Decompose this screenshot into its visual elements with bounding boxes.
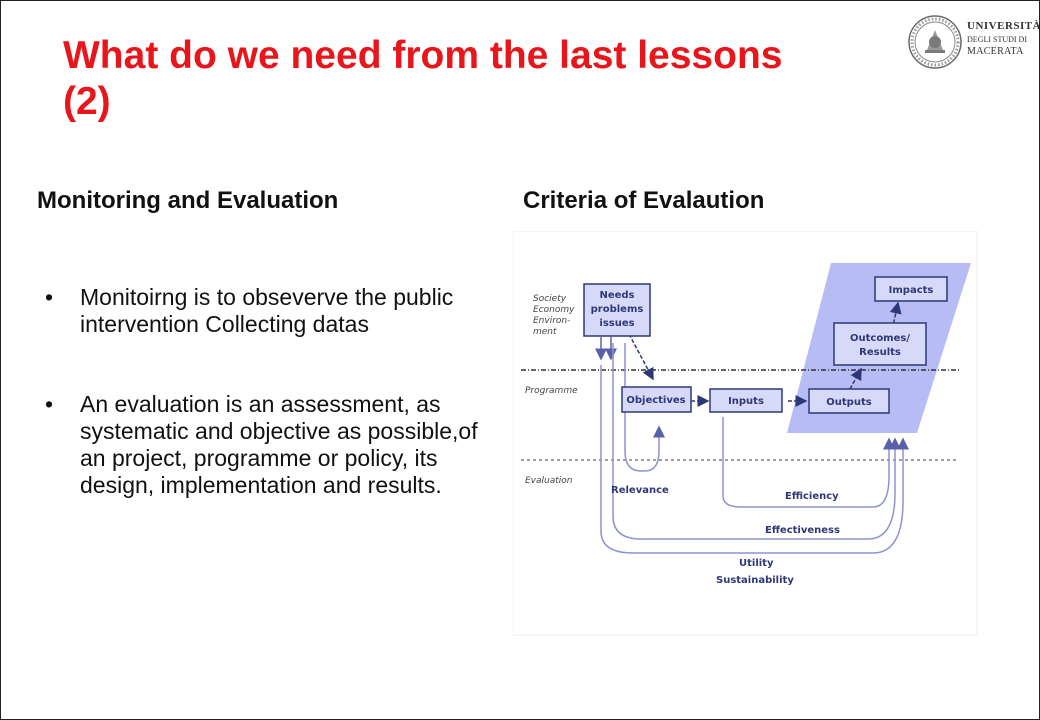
needs-line-2: problems — [591, 304, 644, 315]
criteria-effectiveness: Effectiveness — [765, 525, 840, 536]
outcomes-line-1: Outcomes/ — [850, 333, 910, 344]
criteria-relevance: Relevance — [611, 485, 669, 496]
label-ment: ment — [533, 327, 557, 337]
box-needs: Needs problems issues — [583, 283, 651, 337]
label-evaluation: Evaluation — [525, 476, 573, 486]
relevance-curve — [624, 343, 665, 472]
label-environ: Environ- — [533, 316, 570, 326]
label-programme: Programme — [525, 386, 578, 396]
outcomes-line-2: Results — [859, 347, 901, 358]
criteria-utility: Utility — [739, 558, 774, 569]
box-impacts: Impacts — [874, 276, 948, 302]
right-column-heading: Criteria of Evalaution — [523, 187, 765, 214]
effectiveness-curve — [612, 343, 901, 540]
university-seal-icon — [908, 15, 962, 69]
criteria-sustainability: Sustainability — [716, 575, 794, 586]
arrow-outcomes-impacts — [889, 301, 902, 336]
bullet-evaluation: An evaluation is an assessment, as syste… — [41, 391, 481, 499]
slide-title-line-1: What do we need from the last lessons — [63, 34, 783, 77]
slide-title-line-2: (2) — [63, 80, 111, 123]
bullet-monitoring: Monitoirng is to obseverve the public in… — [41, 284, 481, 338]
logo-line-1: UNIVERSITÀ — [967, 20, 1040, 32]
criteria-efficiency: Efficiency — [785, 491, 839, 502]
university-logo: UNIVERSITÀ DEGLI STUDI DI MACERATA — [905, 11, 1039, 71]
slide-title: What do we need from the last lessons (2… — [63, 33, 963, 125]
inputs-label: Inputs — [728, 396, 764, 407]
logo-line-2: DEGLI STUDI DI — [967, 35, 1027, 44]
evaluation-criteria-diagram: Society Economy Environ- ment Programme … — [513, 231, 978, 636]
bullet-list: Monitoirng is to obseverve the public in… — [41, 284, 481, 499]
efficiency-curve — [722, 417, 895, 508]
impacts-label: Impacts — [889, 285, 934, 296]
label-society: Society — [533, 294, 567, 304]
box-inputs: Inputs — [709, 388, 783, 413]
university-logo-text: UNIVERSITÀ DEGLI STUDI DI MACERATA — [967, 20, 1040, 58]
outputs-label: Outputs — [826, 397, 871, 408]
arrow-outputs-outcomes — [849, 367, 862, 390]
needs-line-3: issues — [599, 318, 634, 329]
logo-line-3: MACERATA — [967, 46, 1024, 57]
box-outcomes: Outcomes/ Results — [833, 322, 927, 366]
objectives-label: Objectives — [626, 395, 685, 406]
arrow-needs-objectives — [628, 333, 654, 381]
label-economy: Economy — [533, 305, 575, 315]
utility-curve — [600, 365, 909, 554]
box-objectives: Objectives — [621, 386, 692, 413]
left-column-heading: Monitoring and Evaluation — [37, 187, 339, 214]
needs-line-1: Needs — [599, 290, 634, 301]
box-outputs: Outputs — [808, 388, 890, 414]
